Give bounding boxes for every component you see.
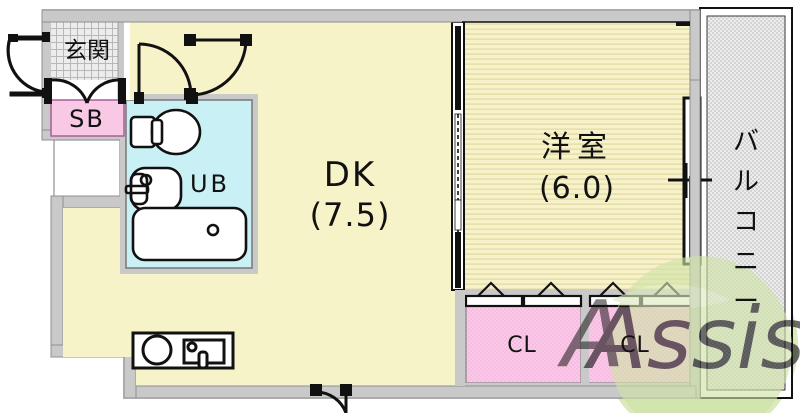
balcony-char-3: ニ <box>733 247 759 277</box>
label-cl-right: CL <box>620 333 650 358</box>
bathtub-fixture <box>131 206 248 262</box>
label-youshitsu-area: (6.0) <box>539 171 615 206</box>
top-wall <box>41 9 701 81</box>
watermark-assist: Assist A <box>557 256 800 413</box>
label-genkan: 玄関 <box>64 38 110 64</box>
entrance-closet-doors[interactable] <box>44 78 126 104</box>
label-ub: UB <box>190 170 230 198</box>
genkan-sb-group <box>50 21 136 137</box>
label-youshitsu-name: 洋室 <box>541 130 613 165</box>
room-sliding-door[interactable] <box>451 21 465 291</box>
label-dk-area: (7.5) <box>310 196 391 234</box>
balcony-char-1: ル <box>733 167 759 197</box>
toilet-fixture <box>129 108 202 156</box>
watermark-text: Assist <box>583 289 800 389</box>
label-balcony: バ ル コ ニ ー <box>733 127 759 317</box>
room-youshitsu <box>461 21 691 291</box>
label-dk-name: DK <box>324 155 376 195</box>
dk-hall-door[interactable] <box>184 34 252 100</box>
wash-basin-fixture <box>124 166 183 212</box>
kitchen-sink-unit <box>131 331 235 370</box>
balcony-char-2: コ <box>733 207 759 237</box>
dk-exterior-door[interactable] <box>310 384 352 413</box>
label-cl-left: CL <box>507 333 537 358</box>
label-sb: SB <box>69 105 105 133</box>
balcony-char-4: ー <box>733 287 759 317</box>
watermark-text-shadow: A <box>557 281 625 388</box>
balcony-char-0: バ <box>733 127 759 157</box>
